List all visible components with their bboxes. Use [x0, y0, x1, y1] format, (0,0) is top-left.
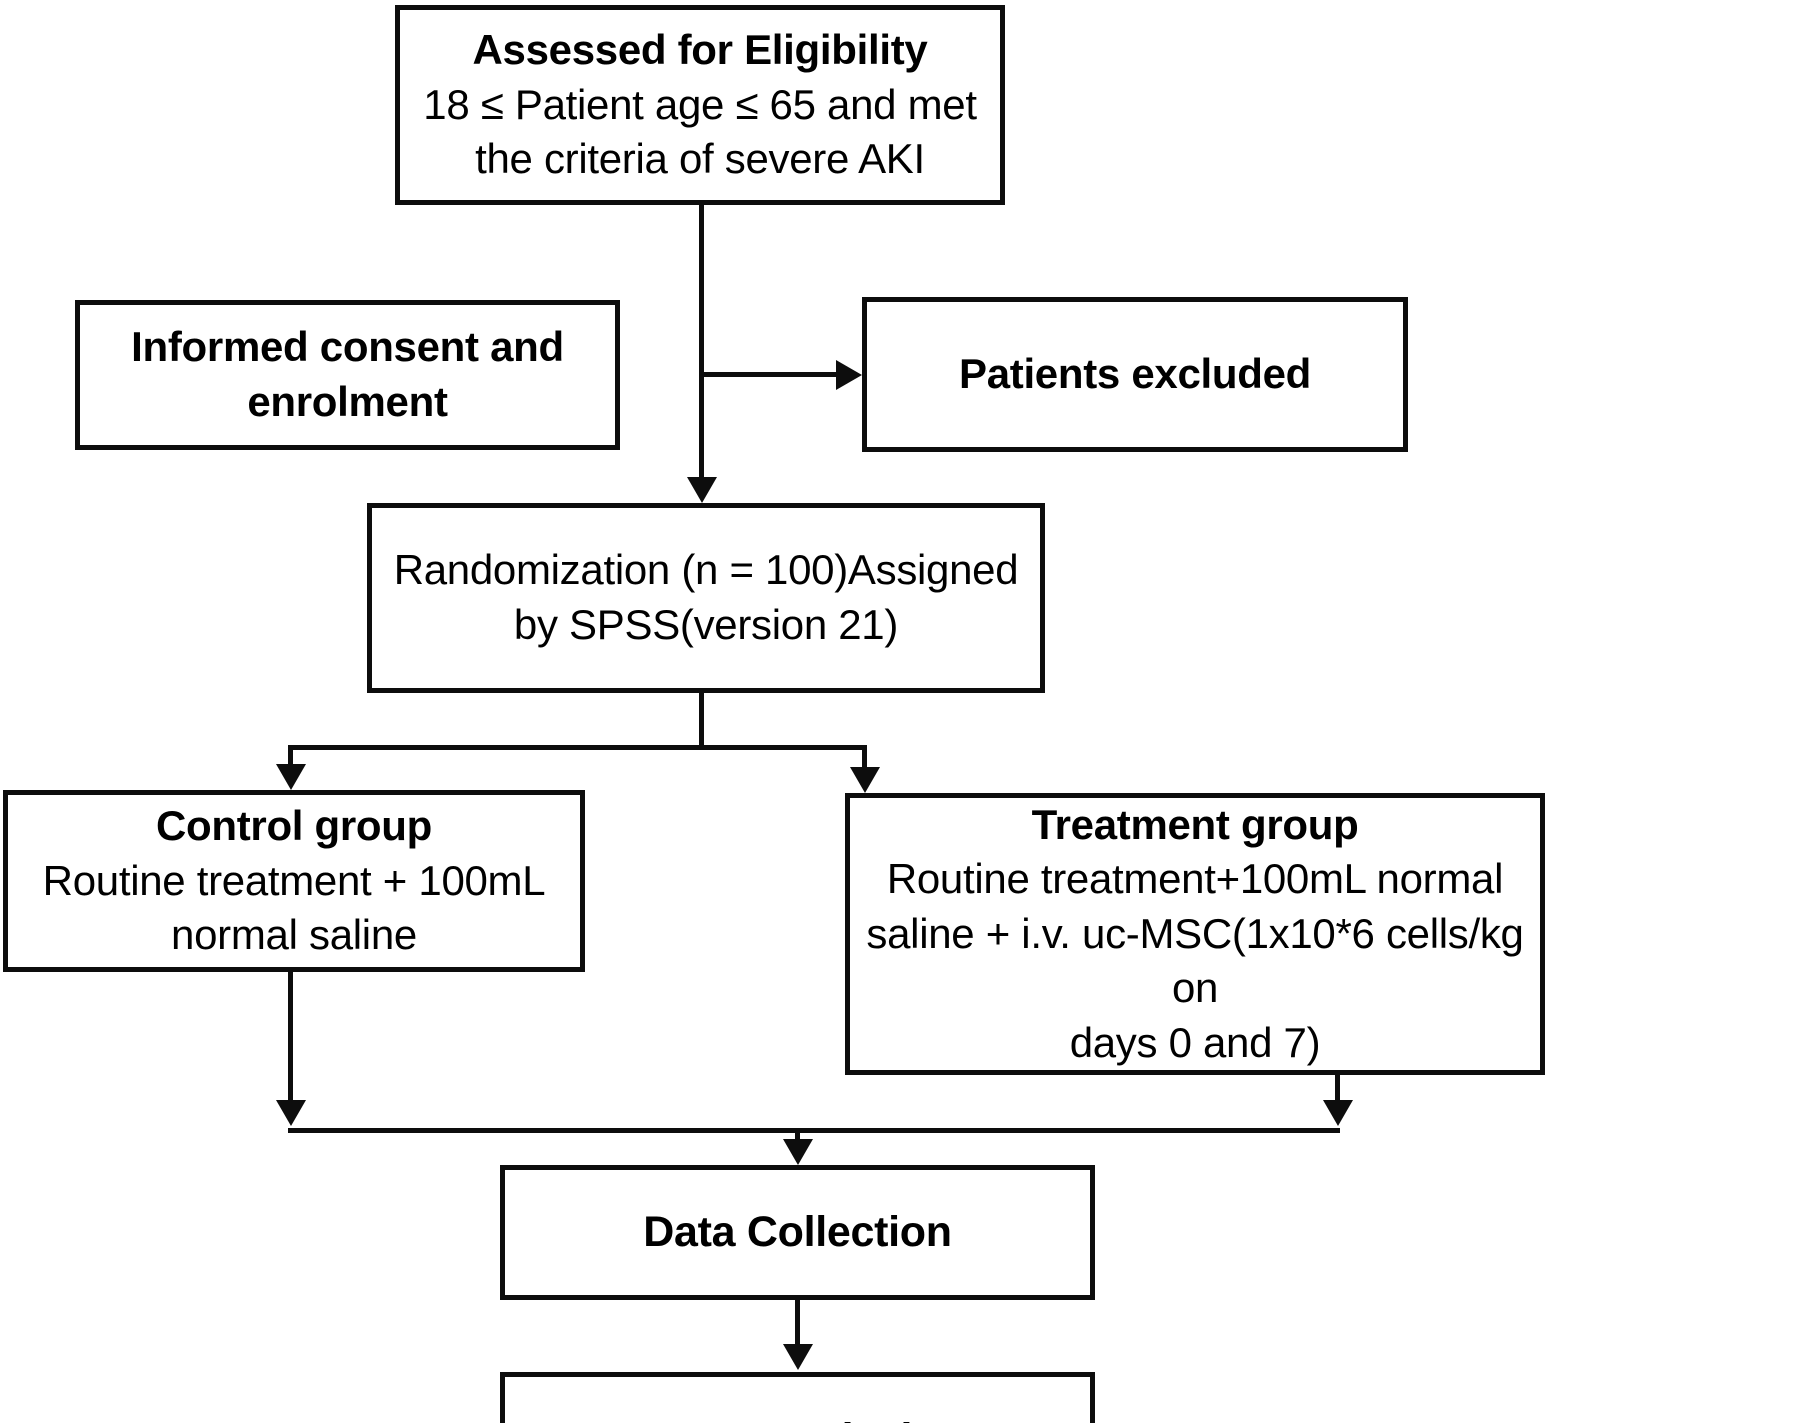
- control-group-title: Control group: [155, 802, 433, 850]
- data-collection-title: Data Collection: [643, 1207, 952, 1256]
- edge-merge-bar: [288, 1128, 1340, 1133]
- patients-excluded-title: Patients excluded: [958, 350, 1312, 398]
- edge-collection-to-analysis-arrowhead: [783, 1344, 813, 1370]
- node-informed-consent-and-enrolment: Informed consent and enrolment: [75, 300, 620, 450]
- randomization-line-1: Randomization (n = 100)Assigned: [393, 546, 1019, 594]
- node-randomization: Randomization (n = 100)Assigned by SPSS(…: [367, 503, 1045, 693]
- edge-randomization-split-bar: [288, 745, 865, 750]
- edge-eligibility-to-excluded-arrowhead: [836, 360, 862, 390]
- assessed-for-eligibility-line-1: 18 ≤ Patient age ≤ 65 and met: [423, 80, 977, 128]
- edge-control-to-merge-arrowhead: [276, 1100, 306, 1126]
- treatment-group-line-3: days 0 and 7): [1069, 1018, 1321, 1066]
- edge-merge-to-data-collection-arrowhead: [783, 1139, 813, 1165]
- treatment-group-title: Treatment group: [1031, 800, 1359, 848]
- edge-eligibility-to-excluded-line: [699, 372, 839, 377]
- edge-randomization-to-control-line: [288, 745, 293, 767]
- edge-eligibility-to-randomization-arrowhead: [687, 477, 717, 503]
- data-analysis-title: Data Analysis: [659, 1412, 936, 1423]
- edge-randomization-to-treatment-line: [862, 745, 867, 770]
- node-patients-excluded: Patients excluded: [862, 297, 1408, 452]
- edge-treatment-to-merge-arrowhead: [1323, 1100, 1353, 1126]
- edge-randomization-to-control-arrowhead: [276, 764, 306, 790]
- assessed-for-eligibility-title: Assessed for Eligibility: [472, 26, 928, 74]
- edge-collection-to-analysis-line: [795, 1300, 800, 1346]
- edge-eligibility-to-randomization-line: [699, 205, 704, 477]
- control-group-line-2: normal saline: [171, 911, 417, 959]
- informed-consent-line-1: Informed consent and: [131, 323, 564, 371]
- edge-treatment-to-merge-line: [1335, 1075, 1340, 1103]
- edge-merge-to-data-collection-line: [795, 1128, 800, 1142]
- edge-randomization-split-stem: [699, 693, 704, 748]
- control-group-line-1: Routine treatment + 100mL: [42, 856, 546, 904]
- treatment-group-line-1: Routine treatment+100mL normal: [886, 855, 1504, 903]
- node-control-group: Control group Routine treatment + 100mL …: [3, 790, 585, 972]
- randomization-line-2: by SPSS(version 21): [513, 601, 899, 648]
- edge-randomization-to-treatment-arrowhead: [850, 767, 880, 793]
- node-data-collection: Data Collection: [500, 1165, 1095, 1300]
- assessed-for-eligibility-line-2: the criteria of severe AKI: [475, 135, 925, 183]
- node-data-analysis: Data Analysis: [500, 1372, 1095, 1423]
- informed-consent-line-2: enrolment: [247, 378, 448, 425]
- node-treatment-group: Treatment group Routine treatment+100mL …: [845, 793, 1545, 1075]
- node-assessed-for-eligibility: Assessed for Eligibility 18 ≤ Patient ag…: [395, 5, 1005, 205]
- edge-control-to-merge-line: [288, 972, 293, 1100]
- treatment-group-line-2: saline + i.v. uc-MSC(1x10*6 cells/kg on: [866, 909, 1524, 1012]
